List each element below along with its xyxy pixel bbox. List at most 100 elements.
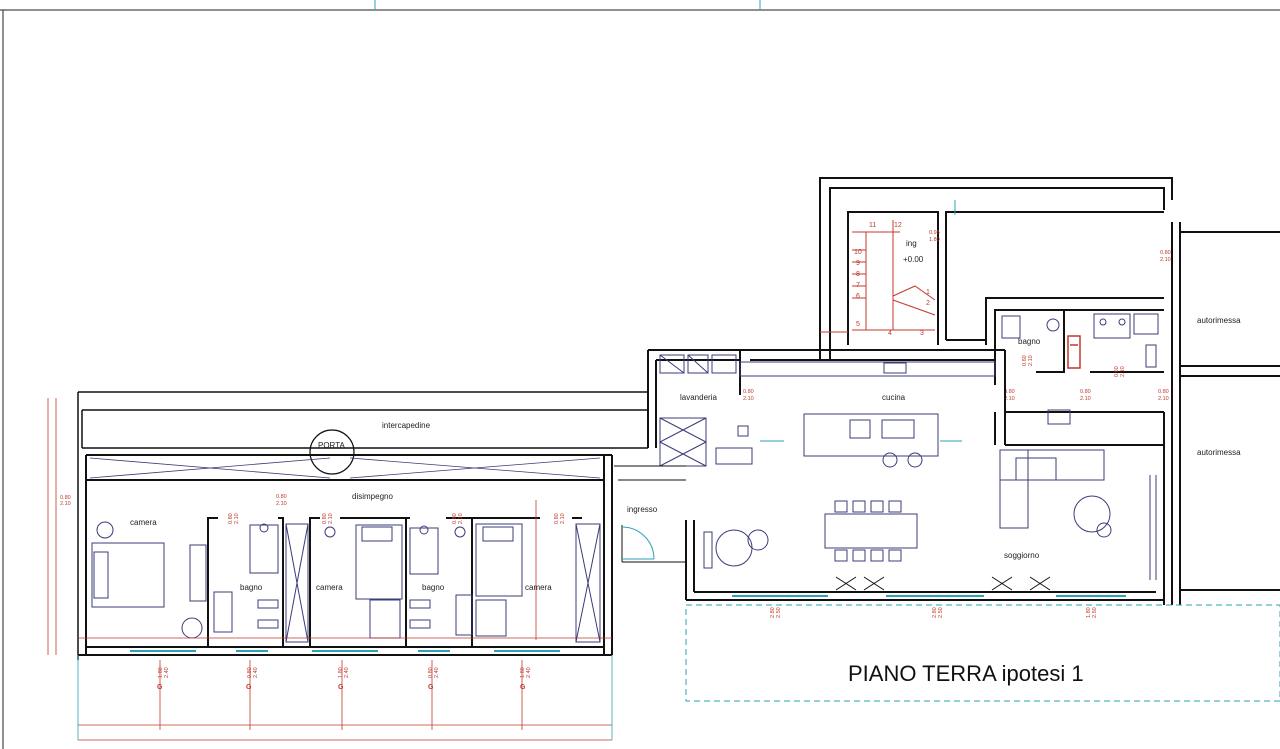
room-label-soggiorno: soggiorno — [1004, 551, 1040, 560]
stair-numbers: 1 2 3 4 5 6 7 8 9 10 11 12 — [854, 222, 930, 337]
window-marker: G — [246, 684, 252, 691]
boiler-fixture — [1067, 335, 1081, 369]
svg-text:2.10: 2.10 — [60, 501, 71, 507]
porta-marker — [309, 429, 355, 475]
window-marker: G — [520, 684, 526, 691]
stair-step-6: 6 — [856, 293, 860, 300]
terrace-outline — [685, 604, 1280, 702]
room-label-camera-1: camera — [130, 518, 157, 527]
room-label-bagno-1: bagno — [240, 583, 263, 592]
stair-step-9: 9 — [856, 260, 860, 267]
dining-table — [824, 500, 918, 562]
svg-text:2.50: 2.50 — [776, 607, 782, 618]
svg-text:2.10: 2.10 — [1004, 396, 1015, 402]
svg-text:0.60: 0.60 — [1114, 366, 1120, 377]
stair-step-12: 12 — [894, 222, 902, 229]
stair-step-1: 1 — [926, 289, 930, 296]
room-label-bagno-service: bagno — [1018, 337, 1041, 346]
svg-text:0.80: 0.80 — [1160, 250, 1171, 256]
svg-text:0.80: 0.80 — [743, 389, 754, 395]
svg-text:2.10: 2.10 — [276, 501, 287, 507]
dimension-guides — [77, 655, 613, 740]
room-label-cucina: cucina — [882, 393, 906, 402]
stair-step-2: 2 — [926, 300, 930, 307]
stair-step-5: 5 — [856, 321, 860, 328]
svg-text:2.40: 2.40 — [253, 667, 259, 678]
stair-step-11: 11 — [869, 222, 876, 229]
room-label-lavanderia: lavanderia — [680, 393, 717, 402]
living-window-frames — [835, 576, 1051, 591]
svg-text:2.10: 2.10 — [1120, 366, 1126, 377]
intercapedine-walls — [77, 391, 648, 660]
living-furniture — [703, 449, 1157, 580]
stair-step-3: 3 — [920, 330, 924, 337]
room-label-intercapedine: intercapedine — [382, 421, 431, 430]
dimension-lines — [47, 398, 612, 741]
laundry-fixtures — [659, 354, 737, 374]
stair-step-8: 8 — [856, 271, 860, 278]
svg-text:0.80: 0.80 — [228, 513, 234, 524]
room-label-autorimessa-2: autorimessa — [1197, 448, 1241, 457]
svg-text:2.80: 2.80 — [932, 607, 938, 618]
room-label-camera-2: camera — [316, 583, 343, 592]
svg-text:2.40: 2.40 — [344, 667, 350, 678]
bedroom-wing-walls — [78, 454, 613, 656]
door-label-ing: 0.95 1.80 — [929, 230, 940, 243]
entrance — [614, 465, 686, 563]
svg-text:0.80: 0.80 — [322, 513, 328, 524]
drawing-title: PIANO TERRA ipotesi 1 — [848, 661, 1084, 686]
svg-text:0.80: 0.80 — [452, 513, 458, 524]
svg-text:0.80: 0.80 — [1080, 389, 1091, 395]
bedroom-door-labels: 0.80 2.10 0.80 2.10 0.80 2.10 0.80 2.10 … — [60, 494, 566, 524]
svg-text:2.80: 2.80 — [770, 607, 776, 618]
svg-text:0.95: 0.95 — [929, 230, 940, 236]
service-fixtures — [1001, 313, 1159, 425]
svg-text:0.80: 0.80 — [428, 667, 434, 678]
svg-text:1.80: 1.80 — [929, 237, 940, 243]
bedroom-furniture — [91, 521, 601, 643]
svg-text:2.10: 2.10 — [560, 513, 566, 524]
door-label-kitchen: 0.80 2.10 — [743, 389, 754, 402]
porta-label: PORTA — [318, 441, 345, 450]
svg-text:1.80: 1.80 — [520, 667, 526, 678]
level-label: +0.00 — [903, 255, 924, 264]
room-label-ingresso: ingresso — [627, 505, 658, 514]
corridor-hatching — [89, 457, 601, 479]
svg-text:1.80: 1.80 — [338, 667, 344, 678]
door-label-garage: 0.80 2.10 — [1160, 250, 1171, 263]
living-walls — [647, 349, 1165, 605]
laundry-storage — [659, 417, 707, 467]
svg-text:2.10: 2.10 — [1080, 396, 1091, 402]
svg-text:2.10: 2.10 — [234, 513, 240, 524]
stair-step-10: 10 — [854, 249, 862, 256]
svg-text:2.10: 2.10 — [1158, 396, 1169, 402]
window-marker: G — [428, 684, 434, 691]
garage-walls — [1171, 222, 1280, 605]
svg-text:0.80: 0.80 — [1004, 389, 1015, 395]
kitchen-fixtures — [715, 361, 996, 468]
room-label-ing: ing — [906, 239, 917, 248]
room-label-disimpegno: disimpegno — [352, 492, 393, 501]
service-walls — [994, 309, 1164, 413]
room-label-autorimessa-1: autorimessa — [1197, 316, 1241, 325]
window-marker: G — [338, 684, 344, 691]
svg-text:2.10: 2.10 — [458, 513, 464, 524]
svg-text:2.40: 2.40 — [164, 667, 170, 678]
svg-text:1.80: 1.80 — [1086, 607, 1092, 618]
stair — [820, 220, 936, 333]
door-label-service: 0.60 2.10 0.60 2.10 0.80 2.10 0.80 2.10 … — [1004, 355, 1169, 402]
svg-text:0.60: 0.60 — [1022, 355, 1028, 366]
living-window-labels: 2.80 2.50 2.80 2.50 1.80 2.50 — [770, 607, 1098, 618]
svg-text:1.80: 1.80 — [158, 667, 164, 678]
svg-text:2.10: 2.10 — [328, 513, 334, 524]
svg-text:2.50: 2.50 — [938, 607, 944, 618]
svg-text:2.10: 2.10 — [1160, 257, 1171, 263]
svg-text:0.80: 0.80 — [60, 495, 71, 501]
svg-text:0.80: 0.80 — [276, 494, 287, 500]
stair-step-4: 4 — [888, 330, 892, 337]
svg-text:2.10: 2.10 — [743, 396, 754, 402]
svg-text:2.40: 2.40 — [434, 667, 440, 678]
svg-text:0.80: 0.80 — [1158, 389, 1169, 395]
svg-text:2.50: 2.50 — [1092, 607, 1098, 618]
